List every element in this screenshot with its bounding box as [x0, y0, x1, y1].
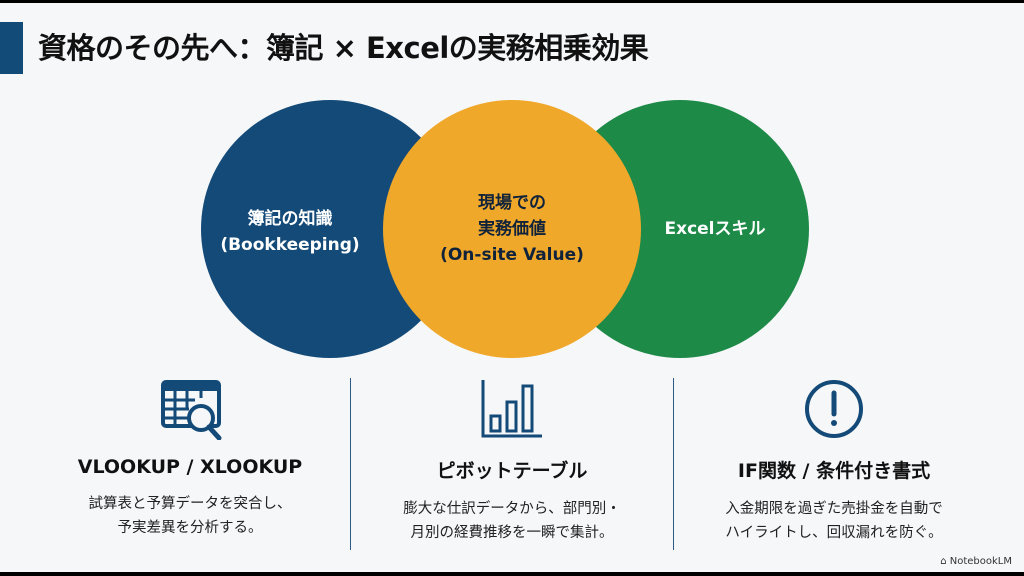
table-search-icon	[30, 378, 350, 440]
title-accent-bar	[0, 22, 23, 74]
feature-column-if: IF関数 / 条件付き書式 入金期限を過ぎた売掛金を自動でハイライトし、回収漏れ…	[674, 378, 994, 545]
column-divider	[673, 378, 674, 550]
feature-heading: ピボットテーブル	[436, 460, 588, 482]
bar-chart-icon	[352, 378, 672, 440]
slide: 資格のその先へ：簿記 × Excelの実務相乗効果 簿記の知識 (Bookkeep…	[0, 3, 1024, 572]
feature-desc: 膨大な仕訳データから、部門別・	[403, 501, 621, 517]
feature-column-pivot: ピボットテーブル 膨大な仕訳データから、部門別・月別の経費推移を一瞬で集計。	[352, 378, 672, 545]
venn-label: Excelスキル	[664, 219, 766, 239]
feature-heading: VLOOKUP / XLOOKUP	[77, 456, 303, 478]
feature-desc: 月別の経費推移を一瞬で集計。	[410, 525, 614, 541]
venn-label: (On-site Value)	[440, 245, 584, 265]
feature-column-lookup: VLOOKUP / XLOOKUP 試算表と予算データを突合し、予実差異を分析す…	[30, 378, 350, 540]
feature-heading: IF関数 / 条件付き書式	[737, 460, 931, 482]
venn-label: 簿記の知識	[247, 209, 333, 229]
feature-desc: 予実差異を分析する。	[117, 520, 263, 536]
venn-label: 実務価値	[477, 219, 546, 239]
column-divider	[350, 378, 351, 550]
notebooklm-logo-icon: ⌂	[940, 556, 950, 567]
feature-desc: 入金期限を過ぎた売掛金を自動で	[725, 501, 943, 517]
venn-circle-value: 現場での実務価値 (On-site Value)	[383, 100, 641, 358]
feature-desc: 試算表と予算データを突合し、	[88, 496, 292, 512]
feature-desc: ハイライトし、回収漏れを防ぐ。	[725, 525, 943, 541]
venn-label: 現場での	[477, 193, 546, 213]
page-title: 資格のその先へ：簿記 × Excelの実務相乗効果	[38, 31, 649, 65]
watermark-text: NotebookLM	[949, 556, 1012, 567]
notebooklm-watermark: ⌂ NotebookLM	[940, 556, 1012, 567]
venn-label: (Bookkeeping)	[220, 235, 360, 255]
alert-circle-icon	[674, 378, 994, 440]
